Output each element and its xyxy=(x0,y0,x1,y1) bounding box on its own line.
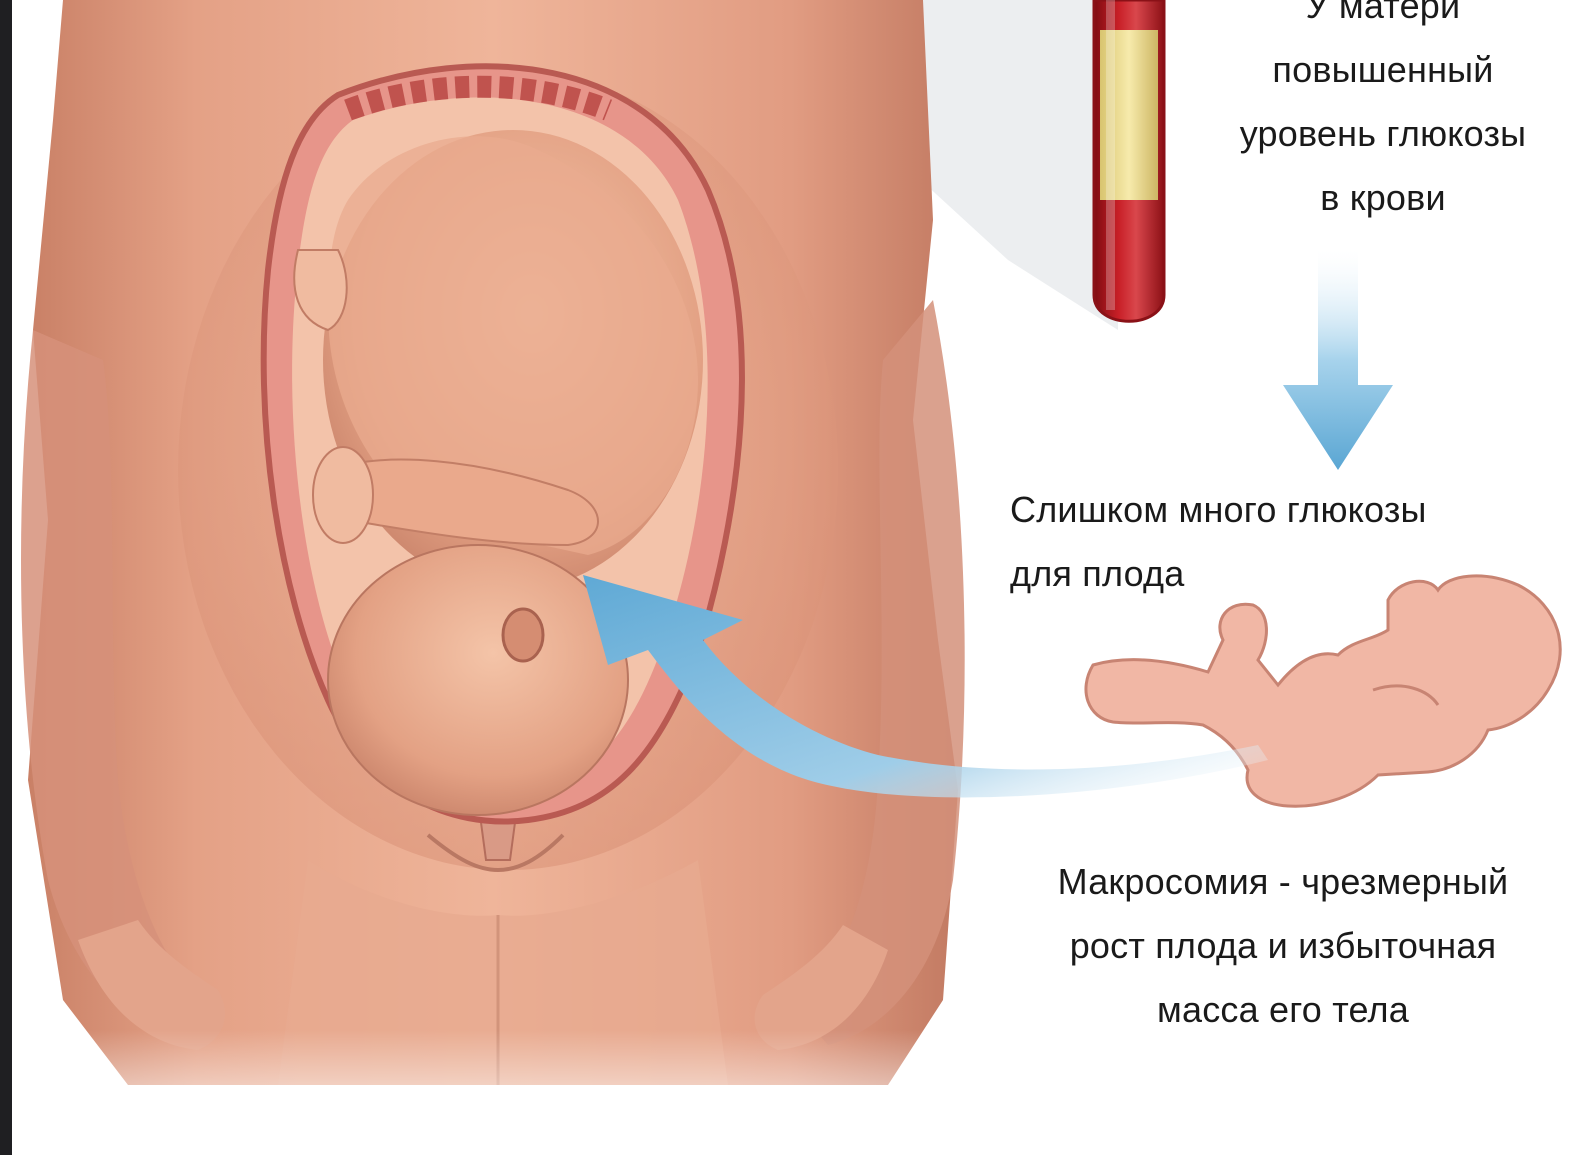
caption-mother-glucose: У матери повышенный уровень глюкозы в кр… xyxy=(1193,0,1573,230)
caption-line: повышенный xyxy=(1193,38,1573,102)
caption-line: для плода xyxy=(1010,542,1427,606)
caption-fetus-glucose: Слишком много глюкозы для плода xyxy=(1010,478,1427,606)
caption-line: в крови xyxy=(1193,166,1573,230)
caption-line: Слишком много глюкозы xyxy=(1010,478,1427,542)
caption-line: масса его тела xyxy=(1003,978,1563,1042)
caption-macrosomia: Макросомия - чрезмерный рост плода и изб… xyxy=(1003,850,1563,1042)
caption-line: Макросомия - чрезмерный xyxy=(1003,850,1563,914)
caption-line: У матери xyxy=(1193,0,1573,38)
illustration-frame: У матери повышенный уровень глюкозы в кр… xyxy=(8,0,1583,1155)
caption-line: уровень глюкозы xyxy=(1193,102,1573,166)
frame-edge xyxy=(8,0,12,1155)
caption-line: рост плода и избыточная xyxy=(1003,914,1563,978)
blood-tube-icon xyxy=(1094,0,1164,321)
